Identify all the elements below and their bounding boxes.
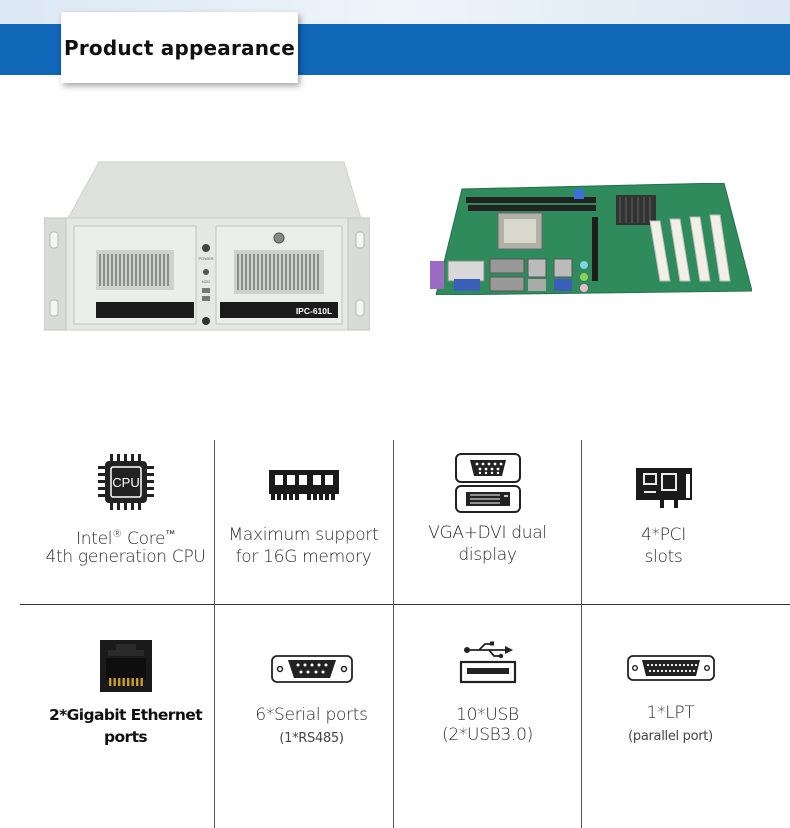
usb-icon — [459, 641, 516, 684]
feature-memory-line1: Maximum support — [228, 525, 379, 545]
motherboard-image — [430, 183, 752, 295]
feature-display: VGA+DVI dual display — [390, 440, 585, 600]
hdd-label: HDD — [202, 279, 211, 284]
feature-serial: 6*Serial ports (1*RS485) — [214, 610, 409, 790]
feature-cpu-line2: 4th generation CPU — [45, 547, 206, 567]
feature-ethernet-line2: ports — [103, 728, 148, 746]
feature-usb: 10*USB (2*USB3.0) — [390, 610, 585, 790]
feature-usb-line2: (2*USB3.0) — [442, 725, 533, 745]
feature-ethernet-line1: 2*Gigabit Ethernet — [48, 706, 203, 724]
feature-memory: Maximum support for 16G memory — [206, 440, 401, 600]
cpu-icon-text: CPU — [112, 475, 139, 490]
feature-pci: 4*PCI slots — [566, 440, 761, 600]
feature-lpt: 1*LPT (parallel port) — [573, 610, 768, 790]
feature-cpu: CPU Intel® Core™ 4th generation CPU — [28, 440, 223, 600]
vga-dvi-connector-icon — [454, 453, 521, 513]
section-title-box: Product appearance — [61, 12, 298, 83]
registered-mark: ® — [112, 529, 122, 540]
grid-divider-vertical-1 — [214, 440, 215, 828]
parallel-port-icon — [626, 655, 715, 681]
feature-display-line1: VGA+DVI dual — [428, 523, 547, 543]
feature-pci-line2: slots — [644, 547, 683, 567]
grid-divider-horizontal — [20, 604, 790, 605]
feature-serial-line1: 6*Serial ports — [255, 705, 368, 725]
feature-ethernet: 2*Gigabit Ethernet ports — [28, 610, 223, 790]
feature-pci-line1: 4*PCI — [641, 525, 686, 545]
grid-divider-vertical-2 — [393, 440, 394, 828]
feature-display-line2: display — [458, 545, 517, 565]
feature-lpt-line1: 1*LPT — [646, 703, 695, 723]
chassis-model-label: IPC-610L — [296, 306, 332, 316]
ethernet-port-icon — [99, 640, 152, 692]
cpu-brand: Intel — [76, 529, 113, 549]
serial-port-icon — [270, 655, 353, 683]
feature-lpt-sub: (parallel port) — [628, 729, 713, 744]
pci-card-icon — [635, 468, 692, 508]
trademark-mark: ™ — [165, 529, 175, 540]
feature-usb-line1: 10*USB — [456, 705, 519, 725]
feature-cpu-line1: Intel® Core™ — [28, 524, 223, 550]
section-title: Product appearance — [63, 35, 295, 60]
grid-divider-vertical-3 — [581, 440, 582, 828]
feature-memory-line2: for 16G memory — [235, 547, 372, 567]
cpu-icon: CPU — [97, 454, 154, 510]
power-label: POWER — [198, 256, 213, 261]
cpu-family: Core — [121, 529, 166, 549]
memory-module-icon — [268, 470, 339, 500]
chassis-image: POWER HDD IPC-610L — [44, 161, 370, 331]
feature-serial-sub: (1*RS485) — [279, 731, 344, 746]
